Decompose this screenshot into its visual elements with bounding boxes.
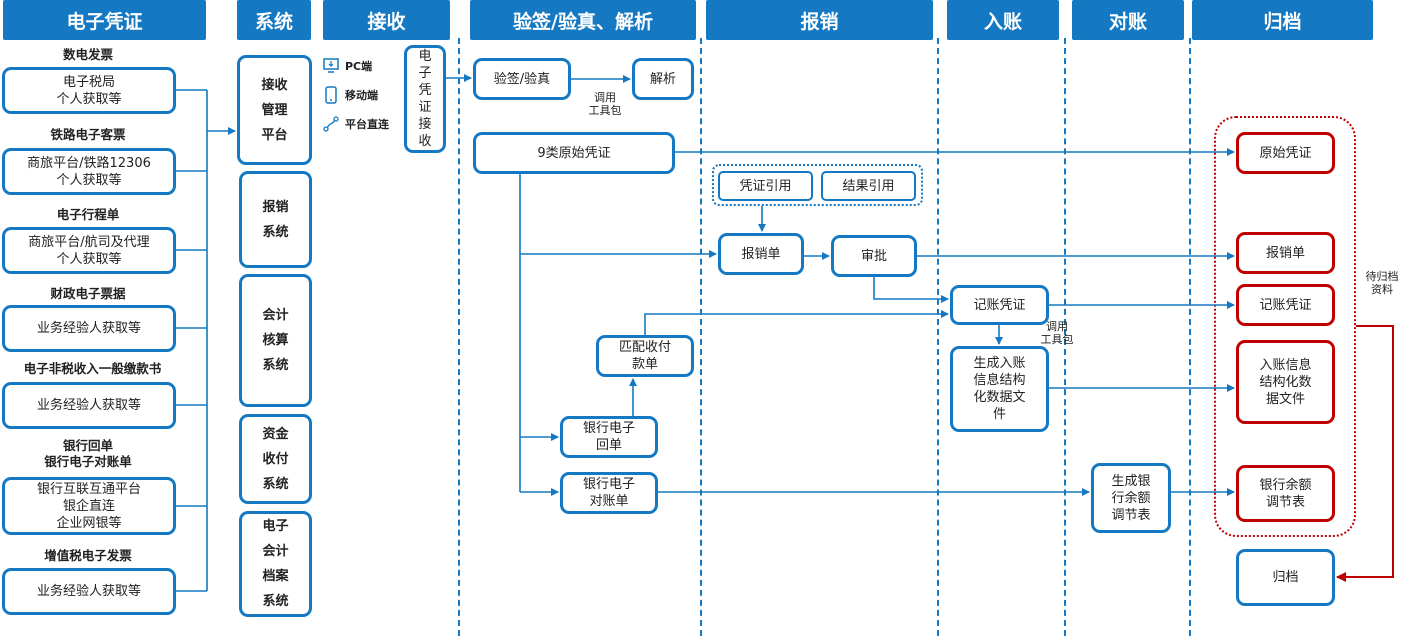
source-title: 铁路电子客票 (50, 127, 126, 142)
source-box: 业务经验人获取等 (2, 568, 176, 615)
column-divider (1064, 38, 1066, 636)
source-box: 业务经验人获取等 (2, 305, 176, 352)
archive-final: 归档 (1236, 549, 1335, 606)
archive-balance-sheet: 银行余额 调节表 (1236, 465, 1335, 522)
source-title: 电子行程单 (56, 207, 120, 222)
header-system: 系统 (237, 0, 311, 40)
system-reimburse: 报销 系统 (239, 171, 312, 268)
pending-archive-label: 待归档 资料 (1365, 270, 1399, 296)
header-entry: 入账 (947, 0, 1059, 40)
result-reference: 结果引用 (821, 171, 916, 201)
header-reconcile: 对账 (1072, 0, 1184, 40)
header-verify-parse: 验签/验真、解析 (470, 0, 696, 40)
column-divider (458, 38, 460, 636)
reference-group (712, 164, 923, 206)
source-box: 商旅平台/航司及代理 个人获取等 (2, 227, 176, 274)
archive-reimburse-form: 报销单 (1236, 232, 1335, 274)
archive-accounting-voucher: 记账凭证 (1236, 284, 1335, 326)
match-payment-box: 匹配收付 款单 (596, 335, 694, 377)
accounting-voucher: 记账凭证 (950, 285, 1049, 325)
voucher-reference: 凭证引用 (718, 171, 813, 201)
source-title: 数电发票 (62, 47, 113, 62)
source-box: 业务经验人获取等 (2, 382, 176, 429)
reimburse-form: 报销单 (718, 233, 804, 275)
system-receive-platform: 接收 管理 平台 (237, 55, 312, 165)
channel-label: 平台直连 (345, 118, 389, 131)
source-title: 银行回单 银行电子对账单 (44, 438, 132, 469)
tool-label: 调用 工具包 (588, 91, 622, 117)
channel-pc: PC端 (323, 57, 372, 75)
generate-balance-sheet: 生成银 行余额 调节表 (1091, 463, 1171, 533)
column-divider (937, 38, 939, 636)
bank-receipt-box: 银行电子 回单 (560, 416, 658, 458)
column-divider (1189, 38, 1191, 636)
channel-label: 移动端 (345, 89, 378, 102)
approval-box: 审批 (831, 235, 917, 277)
link-icon (323, 116, 339, 132)
source-box: 电子税局 个人获取等 (2, 67, 176, 114)
system-accounting: 会计 核算 系统 (239, 274, 312, 407)
header-receive: 接收 (323, 0, 450, 40)
channel-label: PC端 (345, 60, 373, 73)
archive-original-voucher: 原始凭证 (1236, 132, 1335, 174)
parse-box: 解析 (632, 58, 694, 100)
monitor-icon (323, 58, 339, 73)
source-box: 商旅平台/铁路12306 个人获取等 (2, 148, 176, 195)
system-funds: 资金 收付 系统 (239, 414, 312, 504)
source-title: 财政电子票据 (50, 286, 126, 301)
system-archive: 电子 会计 档案 系统 (239, 511, 312, 617)
verify-box: 验签/验真 (473, 58, 571, 100)
archive-entry-data: 入账信息 结构化数 据文件 (1236, 340, 1335, 424)
source-title: 电子非税收入一般缴款书 (23, 361, 162, 376)
source-box: 银行互联互通平台 银企直连 企业网银等 (2, 477, 176, 535)
header-archive: 归档 (1192, 0, 1373, 40)
original-voucher-9-types: 9类原始凭证 (473, 132, 675, 174)
pending-archive-group (1214, 116, 1356, 537)
phone-icon (325, 86, 337, 104)
e-voucher-receive: 电 子 凭 证 接 收 (404, 45, 446, 153)
source-title: 增值税电子发票 (44, 548, 132, 563)
column-divider (700, 38, 702, 636)
header-e-voucher: 电子凭证 (3, 0, 206, 40)
header-reimburse: 报销 (706, 0, 933, 40)
channel-platform: 平台直连 (323, 115, 389, 133)
tool-label: 调用 工具包 (1040, 320, 1074, 346)
bank-statement-box: 银行电子 对账单 (560, 472, 658, 514)
generate-entry-data: 生成入账 信息结构 化数据文 件 (950, 346, 1049, 432)
channel-mobile: 移动端 (323, 86, 378, 104)
